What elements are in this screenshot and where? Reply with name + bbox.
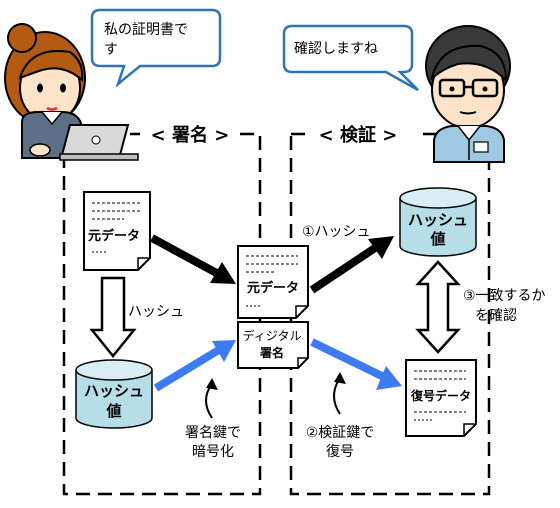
digital-signature-label-line2: 署名 bbox=[259, 345, 284, 360]
decrypt-pointer bbox=[333, 377, 341, 415]
encrypt-label-line2: 暗号化 bbox=[192, 444, 234, 460]
hash-down-label: ハッシュ bbox=[128, 304, 184, 320]
sender-bubble-text-line2: す bbox=[104, 42, 118, 58]
verifier-hash-label-line1: ハッシュ bbox=[408, 211, 468, 229]
decrypt-arrow-head bbox=[376, 366, 402, 390]
encrypt-pointer bbox=[205, 383, 213, 419]
restored-data-document: 復号データ bbox=[405, 359, 477, 437]
verifier-bubble-text: 確認しますね bbox=[294, 41, 378, 57]
decrypt-label-line1: ②検証鍵で bbox=[306, 425, 375, 441]
compare-label-line1: ③一致するか bbox=[463, 288, 546, 304]
sent-data-label: 元データ bbox=[247, 280, 299, 296]
sender-speech-bubble: 私の証明書で す bbox=[90, 8, 222, 88]
sender-hash-cylinder: ハッシュ 値 bbox=[75, 359, 153, 429]
decrypt-label-line2: 復号 bbox=[326, 443, 354, 460]
send-data-arrow-head bbox=[210, 262, 236, 284]
compare-label-line2: を確認 bbox=[475, 308, 517, 324]
sent-data-document: 元データ bbox=[237, 245, 309, 319]
digital-signature-label-line1: ディジタル bbox=[243, 328, 302, 343]
sender-hash-label-line2: 値 bbox=[105, 402, 121, 420]
verifier-speech-bubble: 確認しますね bbox=[282, 24, 419, 92]
send-data-arrow-shaft bbox=[150, 234, 224, 280]
step1-label: ①ハッシュ bbox=[302, 224, 371, 240]
verifier-hash-cylinder: ハッシュ 値 bbox=[399, 187, 477, 257]
original-data-label: 元データ bbox=[88, 228, 140, 244]
verify-hash-arrow-head bbox=[368, 236, 394, 259]
decrypt-arrow-shaft bbox=[310, 338, 388, 382]
verifier-hash-label-line2: 値 bbox=[429, 230, 445, 248]
digital-signature-document: ディジタル 署名 bbox=[237, 321, 309, 369]
sender-bubble-text-line1: 私の証明書で bbox=[104, 22, 188, 38]
sender-avatar bbox=[4, 23, 139, 161]
compare-double-arrow bbox=[415, 260, 461, 354]
verify-hash-arrow-shaft bbox=[309, 242, 381, 294]
sender-hash-label-line1: ハッシュ bbox=[84, 382, 144, 400]
restored-data-label: 復号データ bbox=[410, 388, 471, 403]
encrypt-arrow-shaft bbox=[153, 344, 225, 392]
signature-section-title: < 署名 > bbox=[151, 124, 230, 146]
hash-down-arrow bbox=[89, 276, 137, 358]
verifier-avatar bbox=[425, 25, 511, 163]
verification-section-title: < 検証 > bbox=[319, 124, 398, 146]
encrypt-arrow-head bbox=[212, 340, 236, 362]
original-data-document: 元データ bbox=[83, 191, 151, 271]
encrypt-label-line1: 署名鍵で bbox=[185, 425, 241, 441]
